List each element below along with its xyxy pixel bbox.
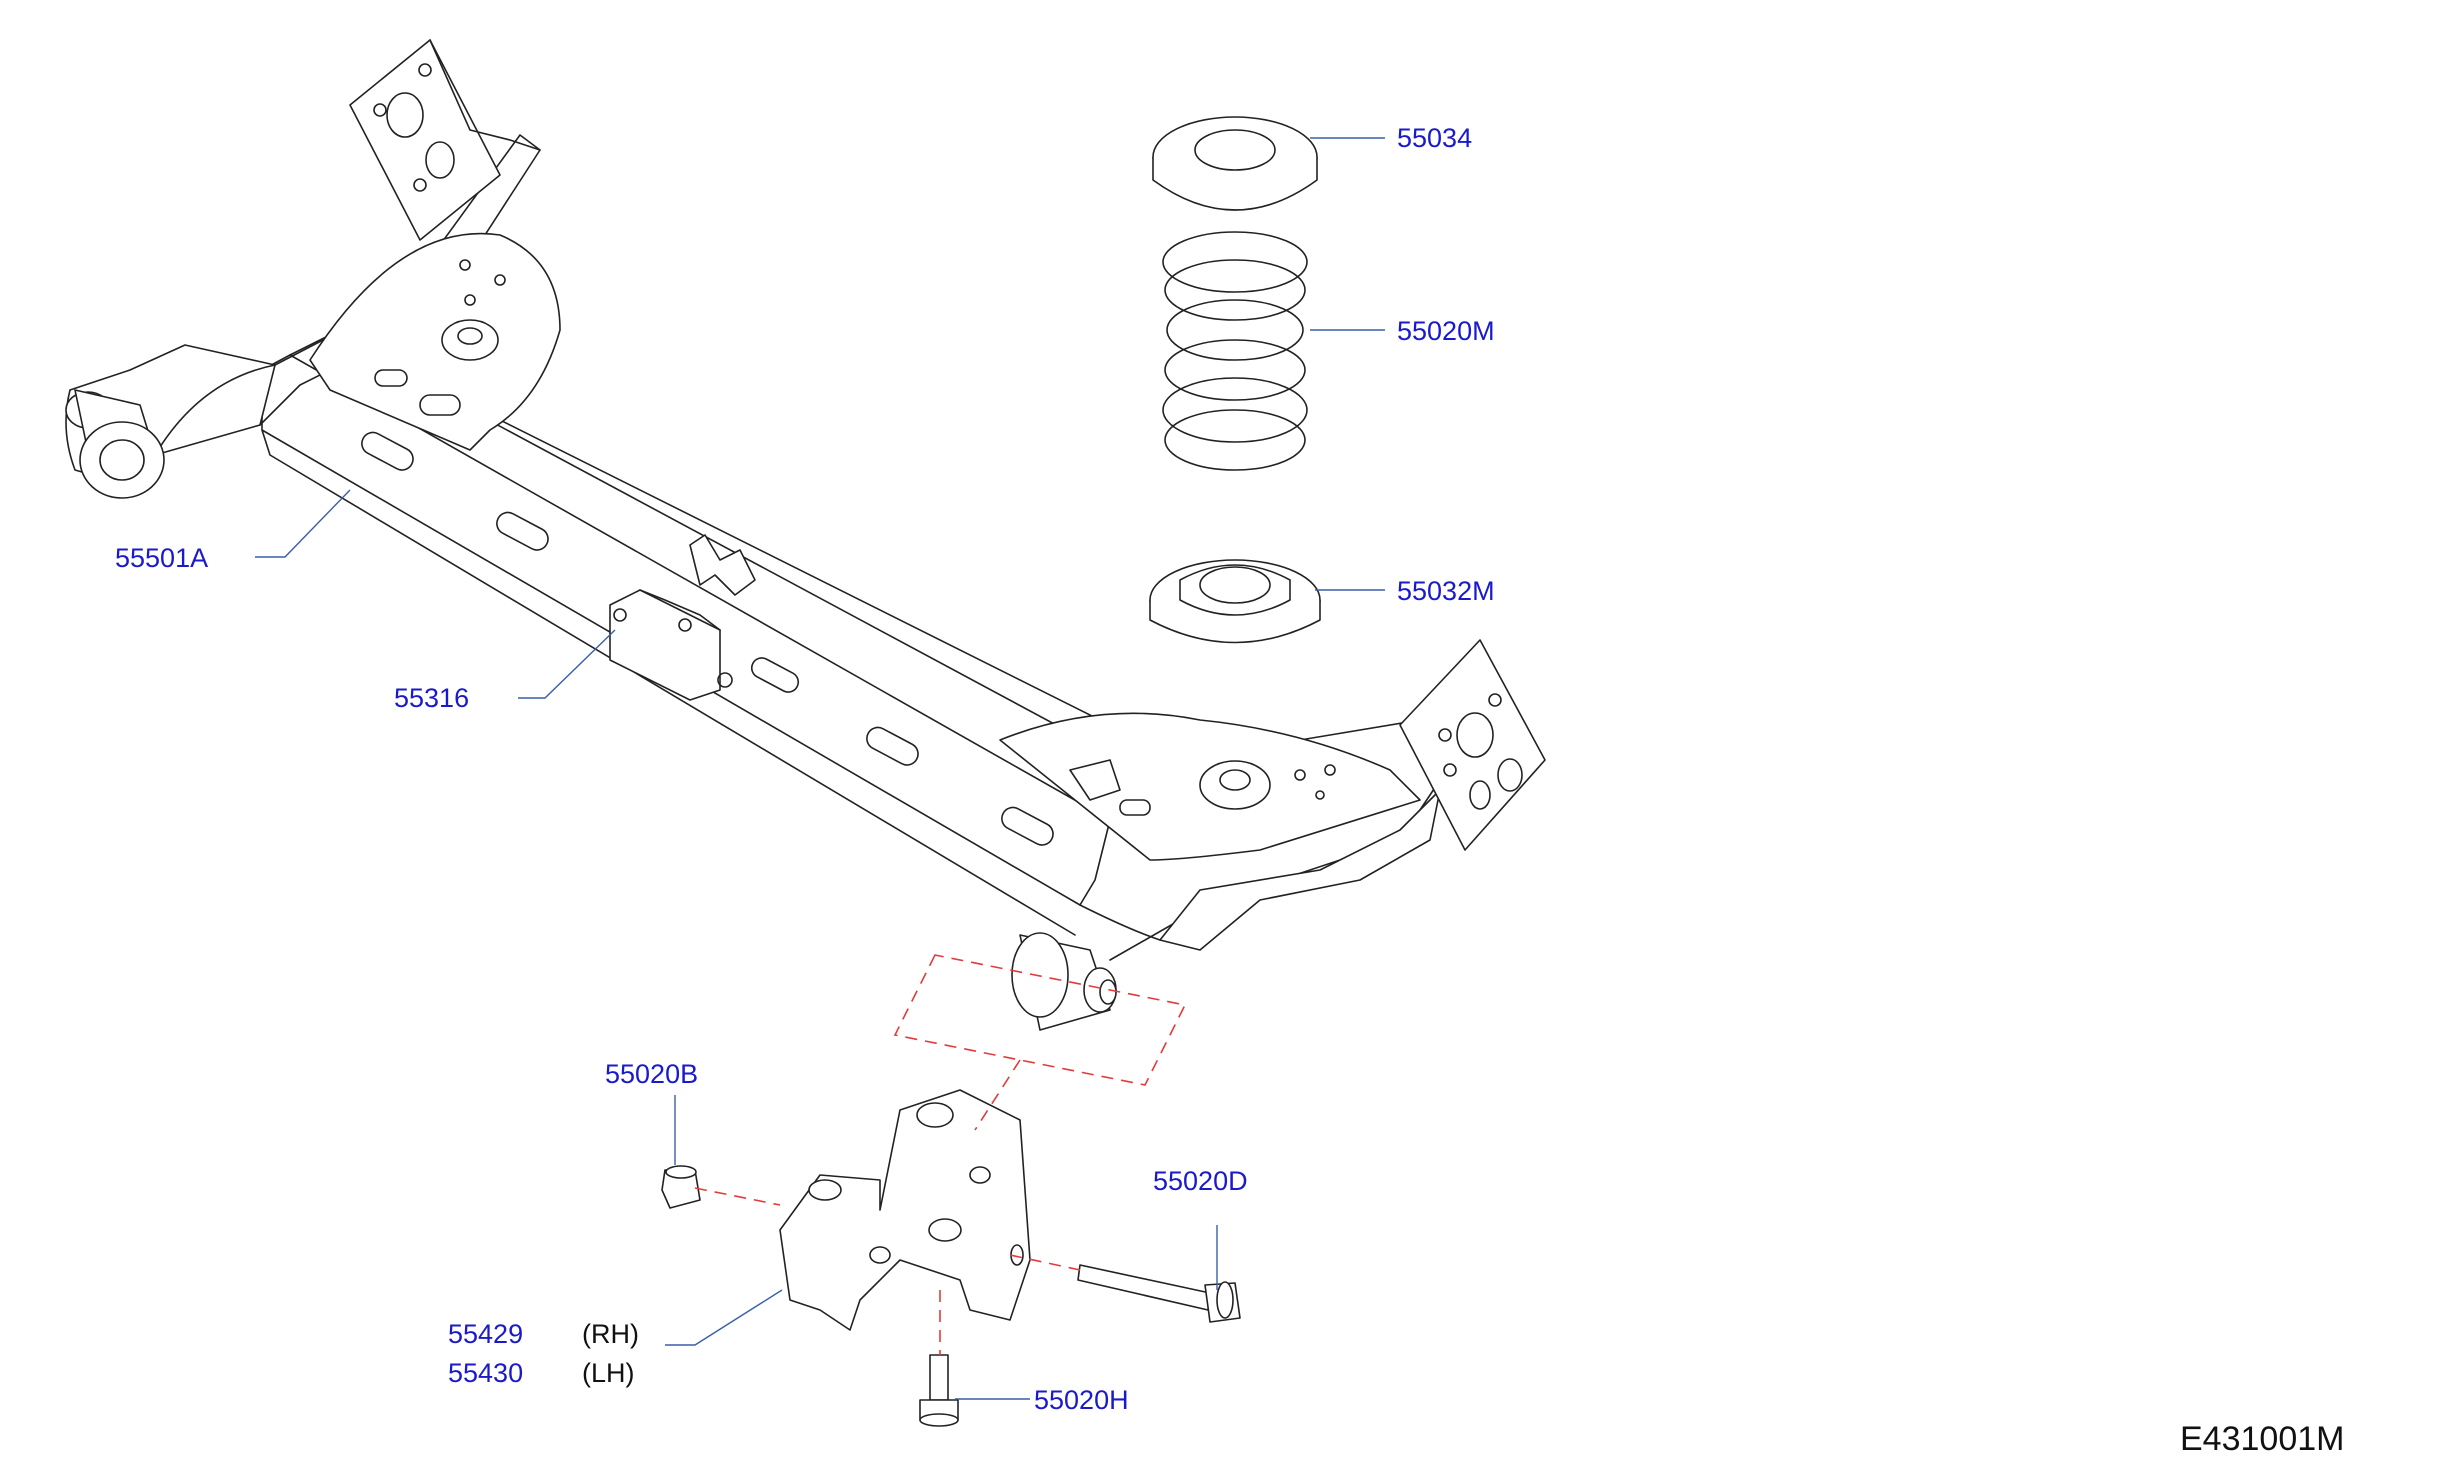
part-number-55501A[interactable]: 55501A	[115, 543, 208, 573]
part-number-55020M[interactable]: 55020M	[1397, 316, 1495, 346]
side-label-rh: (RH)	[582, 1319, 639, 1349]
part-number-55429[interactable]: 55429	[448, 1319, 523, 1349]
leader-lines	[255, 137, 1385, 1400]
nut-55020B-illustration	[661, 1165, 701, 1209]
part-number-55020B[interactable]: 55020B	[605, 1059, 698, 1089]
side-label-lh: (LH)	[582, 1358, 635, 1388]
rear-axle-bracket-illustration	[779, 1089, 1031, 1331]
part-number-55316[interactable]: 55316	[394, 683, 469, 713]
coil-spring-illustration	[1162, 231, 1308, 471]
part-number-55020H[interactable]: 55020H	[1034, 1385, 1129, 1415]
bolt-55020H-illustration	[919, 1354, 959, 1427]
diagram-code: E431001M	[2180, 1420, 2344, 1458]
lower-spring-seat-illustration	[1149, 559, 1321, 644]
part-number-55032M[interactable]: 55032M	[1397, 576, 1495, 606]
torsion-beam-axle-illustration	[65, 39, 1546, 1031]
part-number-55034[interactable]: 55034	[1397, 123, 1472, 153]
bolt-55020D-illustration	[1077, 1264, 1241, 1323]
part-number-55430[interactable]: 55430	[448, 1358, 523, 1388]
assembly-guide-lines	[694, 954, 1187, 1355]
part-number-55020D[interactable]: 55020D	[1153, 1166, 1248, 1196]
upper-spring-seat-illustration	[1152, 116, 1318, 211]
